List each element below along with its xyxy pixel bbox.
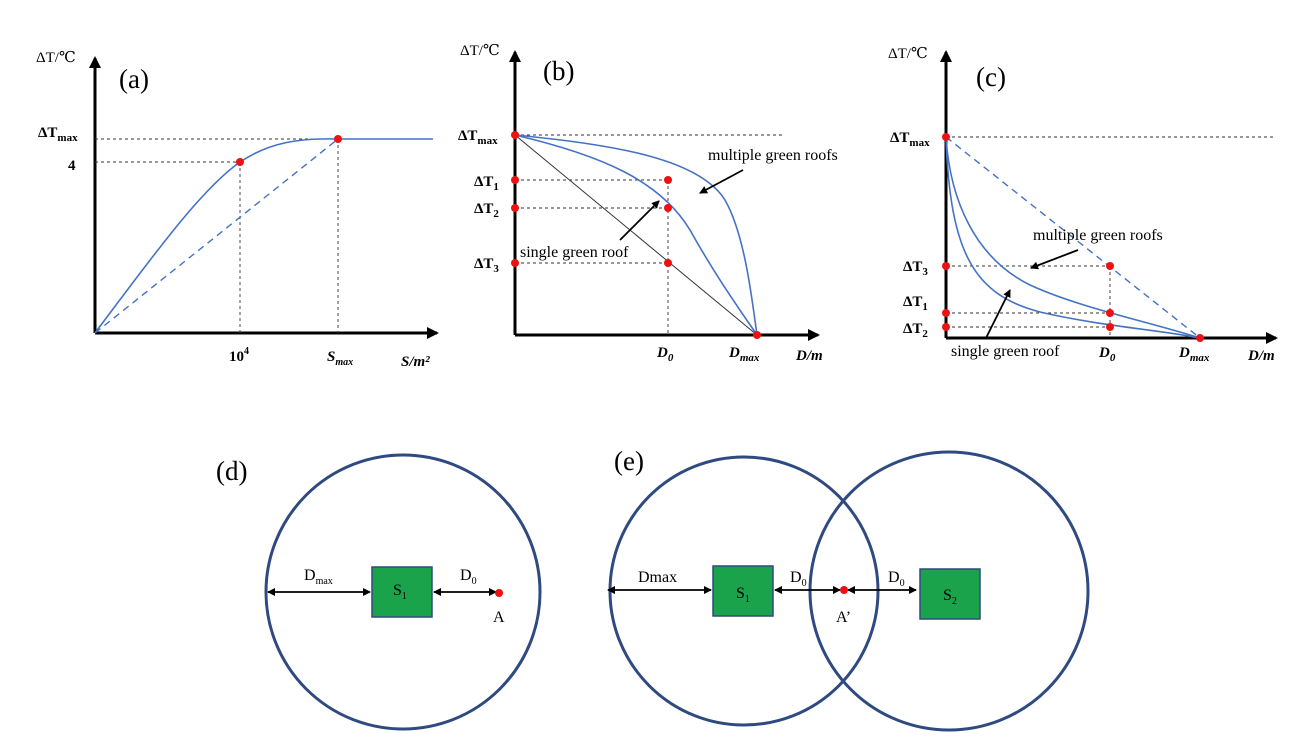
panel-b-arrow-single: [619, 200, 660, 241]
panel-b-point-dt1: [511, 176, 519, 184]
panel-c-label: (c): [976, 62, 1006, 92]
panel-d-point-a-label: A: [493, 609, 505, 626]
panel-b-ytick-dt2: ΔT2: [474, 201, 499, 220]
panel-a-curve: [94, 138, 433, 334]
panel-c-ytick-dtmax: ΔTmax: [890, 130, 930, 149]
panel-c-x-axis-label: D/m: [1247, 348, 1275, 364]
panel-d-cooling-range-circle: [264, 453, 542, 731]
panel-c-arrow-multiple: [1030, 249, 1079, 270]
panel-a: ΔT/℃ S/m² (a) ΔTmax 4 104 Smax: [36, 50, 439, 370]
panel-b-point-dmax: [753, 331, 761, 339]
panel-b-curve-single: [514, 134, 758, 336]
panel-d-green-roof-s1-label: S1: [393, 582, 407, 602]
panel-c-ytick-dt3: ΔT3: [903, 259, 928, 278]
panel-a-xtick-1e4: 104: [229, 346, 249, 365]
panel-b-point-d0-dt1: [664, 176, 672, 184]
panel-a-point-1e4: [236, 158, 244, 166]
panel-e-dmax-label: Dmax: [638, 569, 677, 586]
panel-b-point-d0-dt2: [664, 204, 672, 212]
panel-c-linear-line: [945, 136, 1201, 339]
panel-e-point-a-prime: [840, 586, 848, 594]
panel-a-xtick-smax: Smax: [327, 349, 353, 368]
panel-c: ΔT/℃ D/m (c) ΔTmax ΔT3 ΔT1 ΔT2 D0 Dmax m…: [888, 46, 1278, 364]
panel-c-xtick-dmax: Dmax: [1178, 345, 1210, 364]
panel-c-annotation-single: single green roof: [951, 343, 1060, 360]
panel-b-ytick-dt3: ΔT3: [474, 256, 499, 275]
panel-b-ytick-dtmax: ΔTmax: [458, 128, 498, 147]
panel-e-green-roof-s1-label: S1: [736, 585, 750, 605]
panel-c-curve-multiple: [945, 136, 1201, 339]
panel-b-curve-multiple: [514, 134, 758, 336]
panel-a-y-axis-label: ΔT/℃: [36, 50, 76, 66]
panel-b-xtick-d0: D0: [656, 345, 674, 364]
panel-b-y-axis-label: ΔT/℃: [460, 43, 500, 59]
panel-b-point-dt2: [511, 204, 519, 212]
panel-b-label: (b): [543, 56, 574, 86]
panel-c-curve-single: [945, 136, 1201, 339]
panel-c-point-dt3: [942, 262, 950, 270]
panel-a-label: (a): [119, 64, 149, 94]
panel-a-secant-line: [94, 138, 339, 334]
panel-b-ytick-dt1: ΔT1: [474, 174, 499, 193]
panel-d-green-roof-s1: [371, 566, 433, 618]
panel-c-y-axis-label: ΔT/℃: [888, 46, 928, 62]
panel-c-arrow-single: [985, 289, 1011, 339]
panel-b-x-axis-label: D/m: [795, 348, 823, 364]
panel-b-point-d0-dt3: [664, 259, 672, 267]
panel-b-arrow-multiple: [699, 169, 744, 194]
panel-e-d0-right-label: D0: [888, 569, 905, 589]
panel-d: (d) S1 Dmax D0 A: [216, 453, 542, 731]
panel-d-dmax-label: Dmax: [304, 567, 333, 587]
panel-b-linear-line: [514, 134, 758, 336]
panel-e-d0-left-label: D0: [790, 569, 807, 589]
panel-b-point-dtmax: [511, 131, 519, 139]
panel-e-point-a-prime-label: A’: [836, 609, 851, 626]
panel-e: (e) S1 S2 Dmax D0 D0 A’: [607, 446, 1090, 732]
panel-b-annotation-single: single green roof: [520, 244, 629, 261]
panel-e-green-roof-s2-label: S2: [943, 587, 957, 607]
panel-c-point-d0-dt2: [1106, 323, 1114, 331]
panel-c-point-dt2: [942, 323, 950, 331]
panel-d-d0-label: D0: [460, 567, 477, 587]
panel-c-point-dmax: [1196, 334, 1204, 342]
panel-c-point-dtmax: [942, 133, 950, 141]
panel-a-x-axis-label: S/m²: [401, 354, 430, 370]
panel-c-point-dt1: [942, 309, 950, 317]
panel-e-green-roof-s2: [919, 568, 981, 620]
panel-a-ytick-dtmax: ΔTmax: [38, 125, 78, 144]
panel-b-point-dt3: [511, 259, 519, 267]
panel-c-point-d0-dt3: [1106, 262, 1114, 270]
panel-d-point-a: [495, 589, 503, 597]
panel-e-green-roof-s1: [712, 565, 774, 617]
panel-c-ytick-dt1: ΔT1: [903, 294, 928, 313]
panel-e-label: (e): [614, 446, 644, 476]
panel-b: ΔT/℃ D/m (b) ΔTmax ΔT1 ΔT2 ΔT3 D0 Dmax m…: [458, 43, 838, 364]
panel-d-label: (d): [216, 456, 247, 486]
panel-a-ytick-4: 4: [68, 158, 76, 174]
panel-c-annotation-multiple: multiple green roofs: [1033, 227, 1163, 244]
panel-c-point-d0-dt1: [1106, 309, 1114, 317]
panel-b-xtick-dmax: Dmax: [728, 345, 760, 364]
panel-a-point-smax: [334, 135, 342, 143]
panel-c-ytick-dt2: ΔT2: [903, 321, 928, 340]
panel-b-annotation-multiple: multiple green roofs: [708, 147, 838, 164]
panel-c-xtick-d0: D0: [1098, 345, 1116, 364]
